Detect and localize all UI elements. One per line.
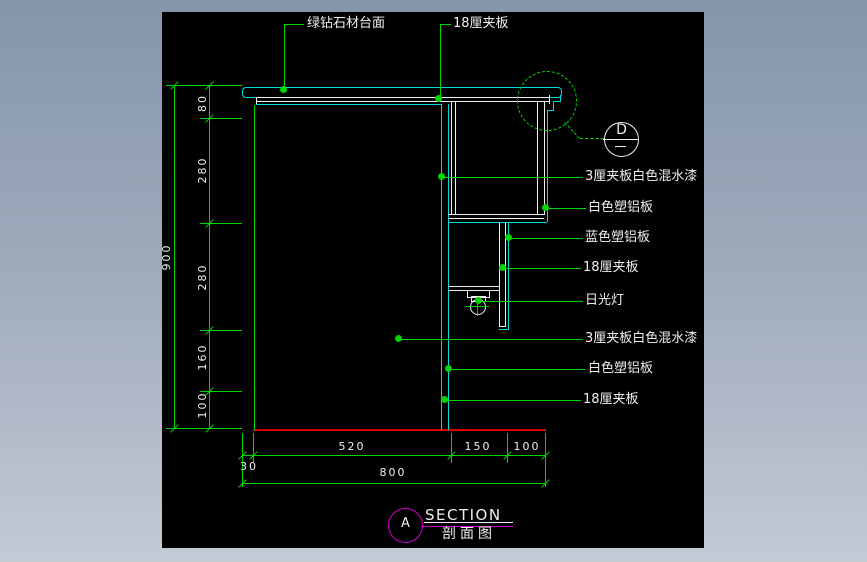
- title-divider-line: [421, 526, 513, 527]
- dim-extension-line: [166, 428, 242, 429]
- dim-line-horizontal-total: [242, 483, 545, 484]
- leader-line: [449, 369, 585, 370]
- dim-text-total-width: 800: [379, 466, 407, 479]
- dim-text-offset: 30: [240, 460, 258, 473]
- lamp-cross-icon: [477, 297, 478, 316]
- dim-text-width: 100: [513, 440, 541, 453]
- cabinet-wall-line: [544, 101, 545, 215]
- leader-line: [399, 339, 583, 340]
- center-panel-edge: [441, 104, 442, 430]
- leader-dot: [441, 396, 448, 403]
- dim-text-segment: 160: [196, 343, 209, 371]
- detail-marker-letter: D: [616, 122, 627, 138]
- leader-dot: [542, 204, 549, 211]
- callout-label: 18厘夹板: [583, 392, 639, 407]
- view-title-subtitle: 剖面图: [442, 526, 496, 542]
- shelf-line: [448, 218, 544, 219]
- callout-label: 蓝色塑铝板: [585, 230, 651, 245]
- leader-line: [479, 301, 583, 302]
- cabinet-wall-line: [537, 101, 538, 215]
- dim-extension-line: [507, 433, 508, 463]
- leader-dot: [505, 234, 512, 241]
- detail-marker-divider: [603, 139, 639, 140]
- callout-label: 日光灯: [585, 293, 625, 308]
- leader-line: [509, 238, 583, 239]
- hanging-panel-bottom: [499, 326, 506, 327]
- dim-extension-line: [200, 330, 242, 331]
- dim-extension-line: [545, 433, 546, 487]
- shelf-underside-line: [448, 222, 547, 223]
- callout-label-countertop: 绿钻石材台面: [307, 16, 386, 31]
- dim-text-total-height: 900: [160, 243, 173, 271]
- dim-text-segment: 80: [196, 94, 209, 112]
- callout-label: 白色塑铝板: [588, 200, 654, 215]
- hanging-panel-edge: [505, 222, 506, 326]
- detail-marker-dash: [615, 146, 626, 147]
- callout-label: 18厘夹板: [583, 260, 639, 275]
- leader-line: [440, 24, 441, 99]
- subtop-line: [256, 97, 549, 98]
- dim-extension-line: [242, 433, 243, 487]
- leader-line: [284, 24, 304, 25]
- leader-dot: [395, 335, 402, 342]
- callout-label: 3厘夹板白色混水漆: [585, 169, 698, 184]
- leader-dot: [280, 86, 287, 93]
- cabinet-side-edge: [547, 110, 548, 222]
- dim-line-vertical-total: [174, 85, 175, 428]
- leader-line: [503, 268, 581, 269]
- callout-label: 3厘夹板白色混水漆: [585, 331, 698, 346]
- section-bubble: [388, 508, 423, 543]
- leader-line: [546, 208, 586, 209]
- dim-line-horizontal-segments: [242, 455, 545, 456]
- leader-line: [442, 177, 583, 178]
- floor-line: [253, 429, 546, 431]
- callout-label: 白色塑铝板: [588, 361, 654, 376]
- dim-text-segment: 280: [196, 156, 209, 184]
- leader-dot: [438, 173, 445, 180]
- leader-line: [284, 24, 285, 90]
- dim-extension-line: [451, 433, 452, 463]
- dim-line-vertical-segments: [209, 85, 210, 428]
- view-title-name: SECTION: [425, 506, 502, 524]
- hanging-panel-bottom: [499, 329, 509, 330]
- callout-label-plywood-top: 18厘夹板: [453, 16, 509, 31]
- subtop-end-cap: [256, 97, 257, 105]
- dim-text-width: 150: [464, 440, 492, 453]
- cabinet-wall-line: [455, 101, 456, 215]
- title-underline: [424, 522, 513, 523]
- dim-extension-line: [200, 391, 242, 392]
- section-bubble-letter: A: [401, 516, 410, 531]
- subtop-line: [256, 101, 549, 102]
- shelf-line: [448, 214, 544, 215]
- cabinet-wall-line: [451, 101, 452, 215]
- detail-callout-circle: [517, 71, 577, 131]
- dim-extension-line: [200, 223, 242, 224]
- dim-text-width: 520: [338, 440, 366, 453]
- center-panel-edge: [448, 104, 449, 430]
- leader-line: [445, 400, 581, 401]
- leader-dot: [435, 95, 442, 102]
- leader-dot: [475, 297, 482, 304]
- subtop-underside-line: [256, 104, 441, 105]
- detail-leader-line: [580, 138, 604, 139]
- lamp-shelf-line: [448, 286, 499, 287]
- leader-line: [440, 24, 451, 25]
- dim-extension-line: [166, 85, 242, 86]
- dim-text-segment: 100: [196, 391, 209, 419]
- hanging-panel-edge: [508, 222, 509, 329]
- counter-front-line: [254, 105, 255, 430]
- leader-dot: [499, 264, 506, 271]
- leader-dot: [445, 365, 452, 372]
- hanging-panel-edge: [499, 222, 500, 326]
- dim-extension-line: [253, 433, 254, 463]
- dim-extension-line: [200, 118, 242, 119]
- dim-text-segment: 280: [196, 263, 209, 291]
